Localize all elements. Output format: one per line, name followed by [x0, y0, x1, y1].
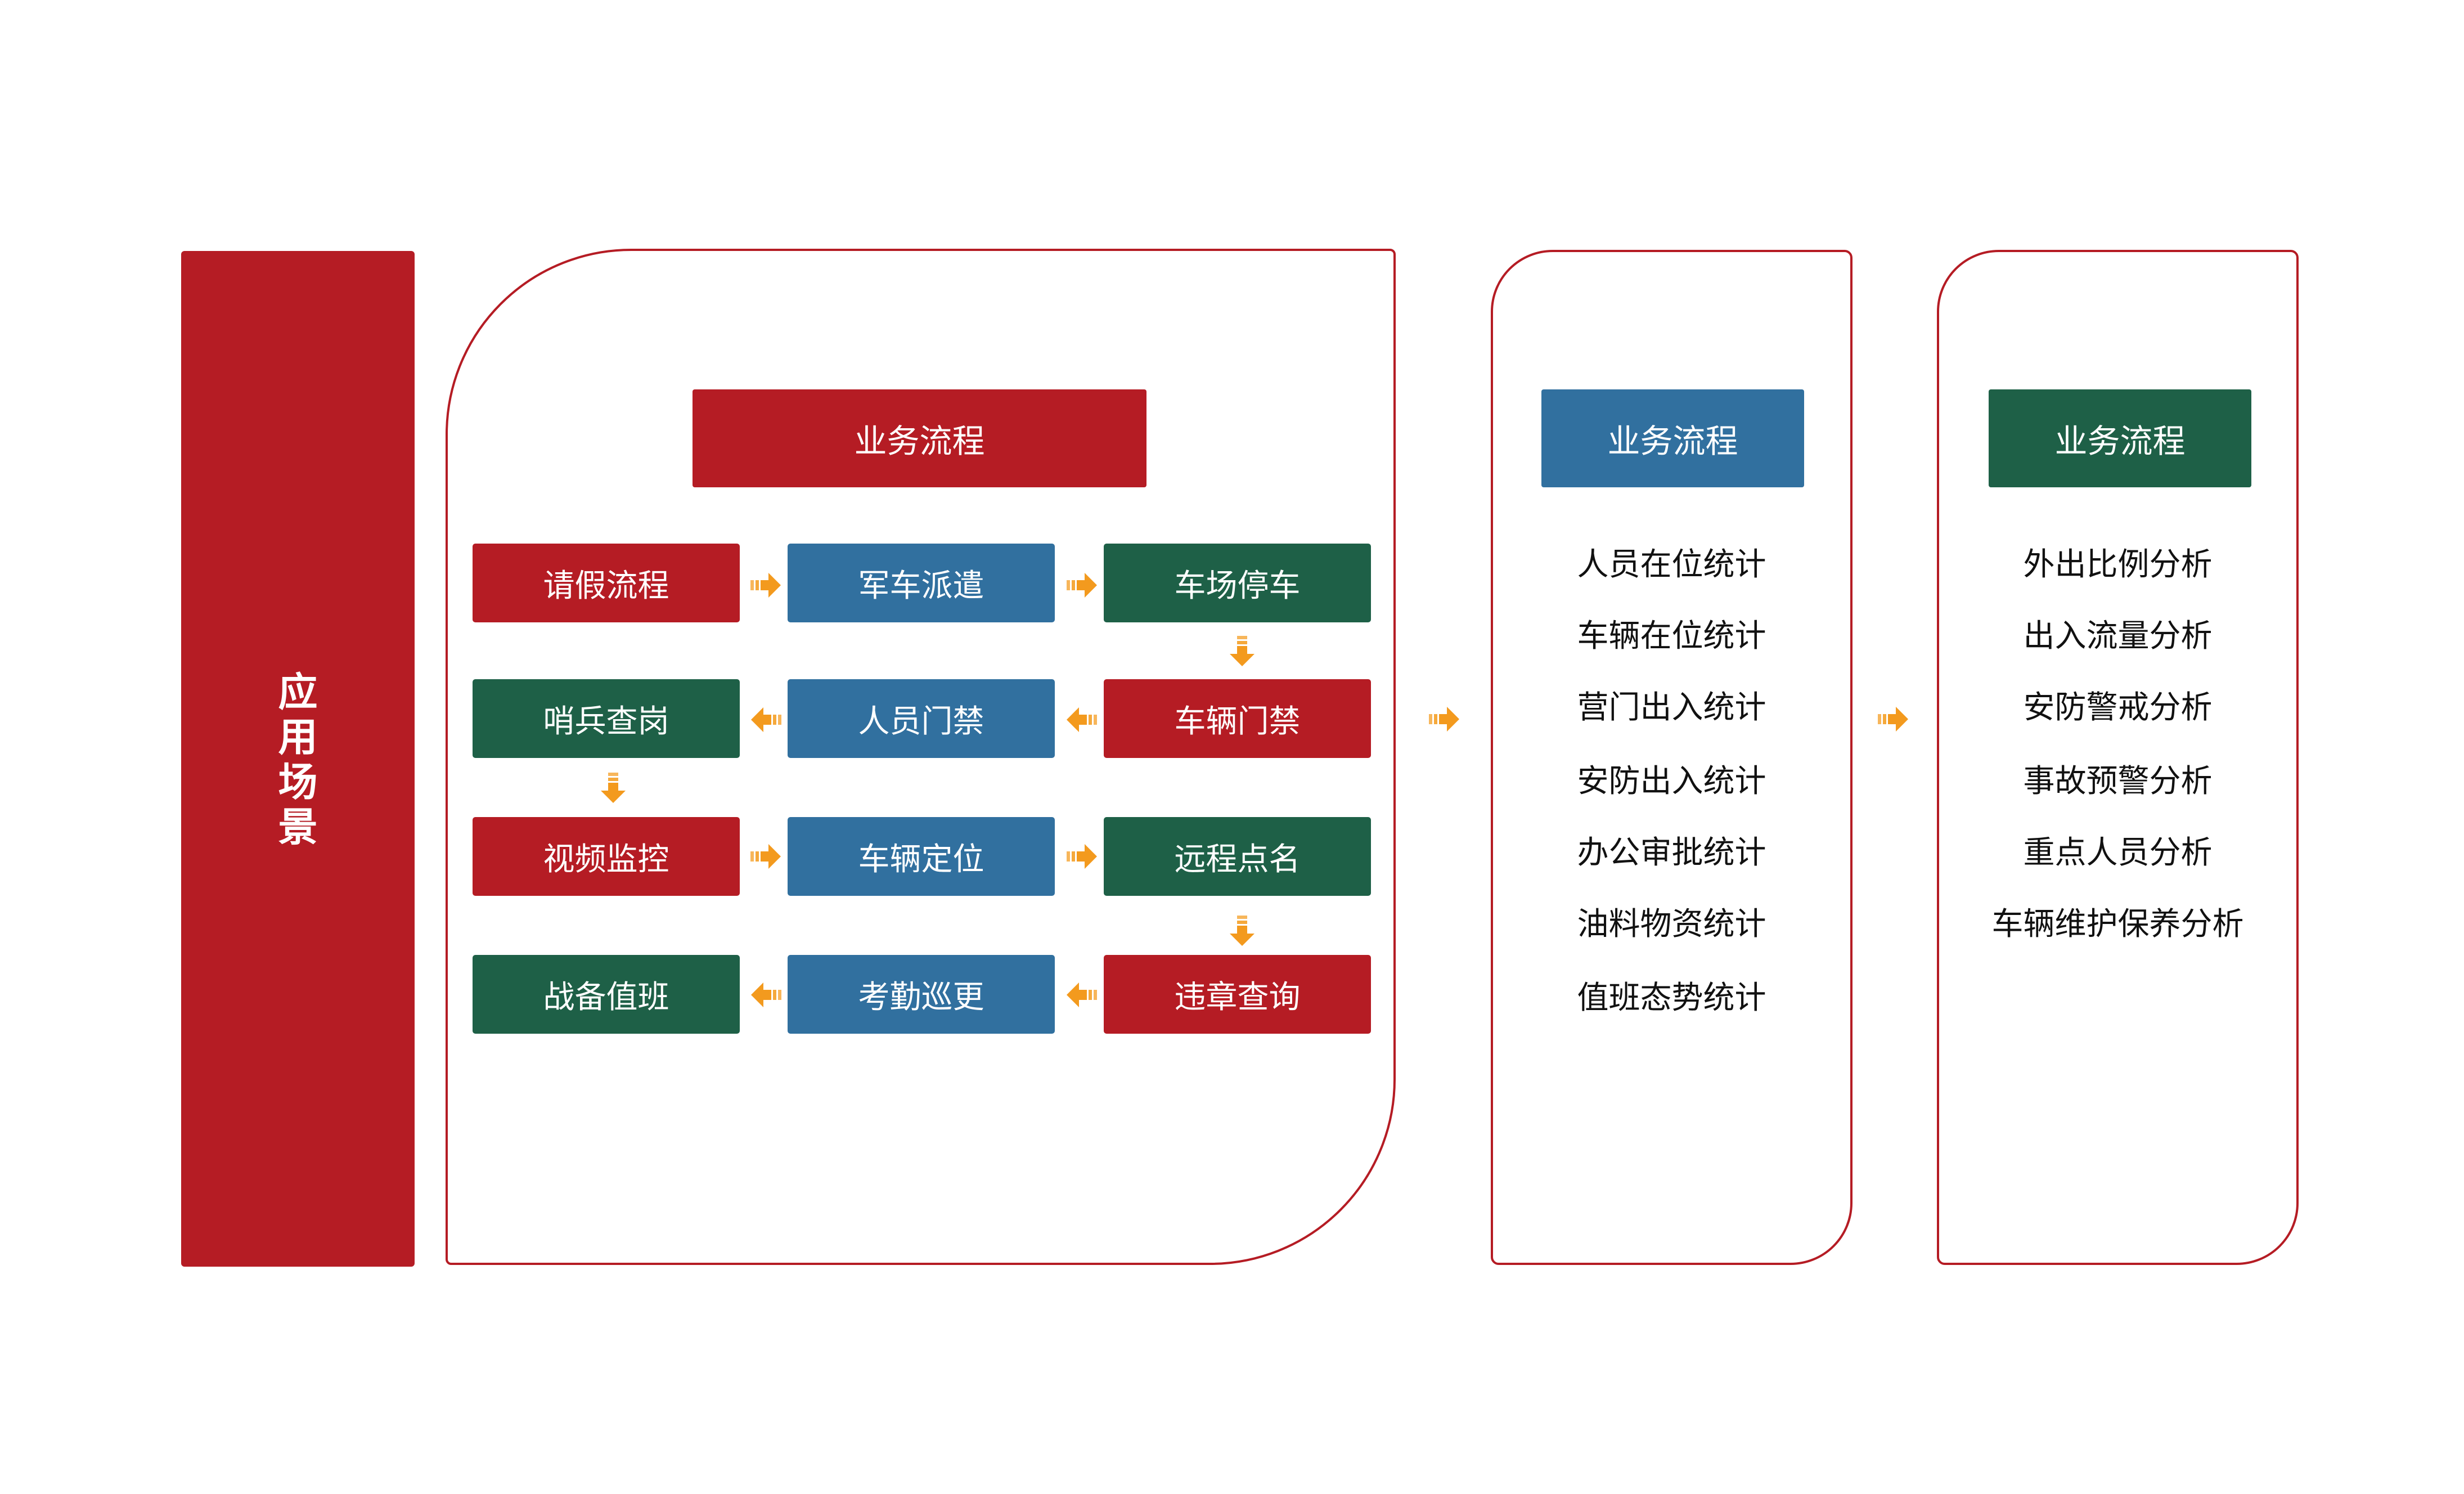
- flow-box-leave: 请假流程: [473, 544, 740, 622]
- stats-item: 油料物资统计: [1577, 906, 1766, 943]
- analysis-item: 安防警戒分析: [2023, 689, 2213, 726]
- stats-item: 安防出入统计: [1577, 763, 1766, 800]
- flow-box-patrol: 考勤巡更: [788, 955, 1055, 1034]
- flow-box-video: 视频监控: [473, 817, 740, 896]
- panel-2-header: 业务流程: [1541, 389, 1804, 487]
- flow-box-parking: 车场停车: [1104, 544, 1371, 622]
- flow-box-roll-call: 远程点名: [1104, 817, 1371, 896]
- panel-3-header: 业务流程: [1989, 389, 2251, 487]
- flow-box-duty: 战备值班: [473, 955, 740, 1034]
- arrow-right-icon: [1878, 707, 1908, 732]
- stats-item: 车辆在位统计: [1577, 618, 1766, 654]
- analysis-item: 重点人员分析: [2023, 835, 2213, 871]
- panel-1-header: 业务流程: [693, 389, 1146, 487]
- side-label: 应用场景: [181, 670, 415, 850]
- flow-box-person-access: 人员门禁: [788, 679, 1055, 758]
- stats-item: 办公审批统计: [1577, 835, 1766, 871]
- flow-box-vehicle-access: 车辆门禁: [1104, 679, 1371, 758]
- stats-item: 人员在位统计: [1577, 546, 1766, 583]
- side-label-char: 用: [278, 714, 318, 760]
- side-label-char: 应: [278, 669, 318, 715]
- analysis-item: 车辆维护保养分析: [1991, 906, 2244, 943]
- arrow-right-icon: [1429, 707, 1459, 732]
- analysis-item: 出入流量分析: [2023, 618, 2213, 654]
- flow-box-violation: 违章查询: [1104, 955, 1371, 1034]
- side-label-char: 场: [278, 759, 318, 805]
- stats-item: 营门出入统计: [1577, 689, 1766, 726]
- stats-item: 值班态势统计: [1577, 980, 1766, 1016]
- flow-box-dispatch: 军车派遣: [788, 544, 1055, 622]
- flow-box-sentry: 哨兵查岗: [473, 679, 740, 758]
- analysis-item: 外出比例分析: [2023, 546, 2213, 583]
- side-label-char: 景: [278, 804, 318, 850]
- flow-box-vehicle-location: 车辆定位: [788, 817, 1055, 896]
- analysis-item: 事故预警分析: [2023, 763, 2213, 800]
- side-banner: [181, 251, 415, 1267]
